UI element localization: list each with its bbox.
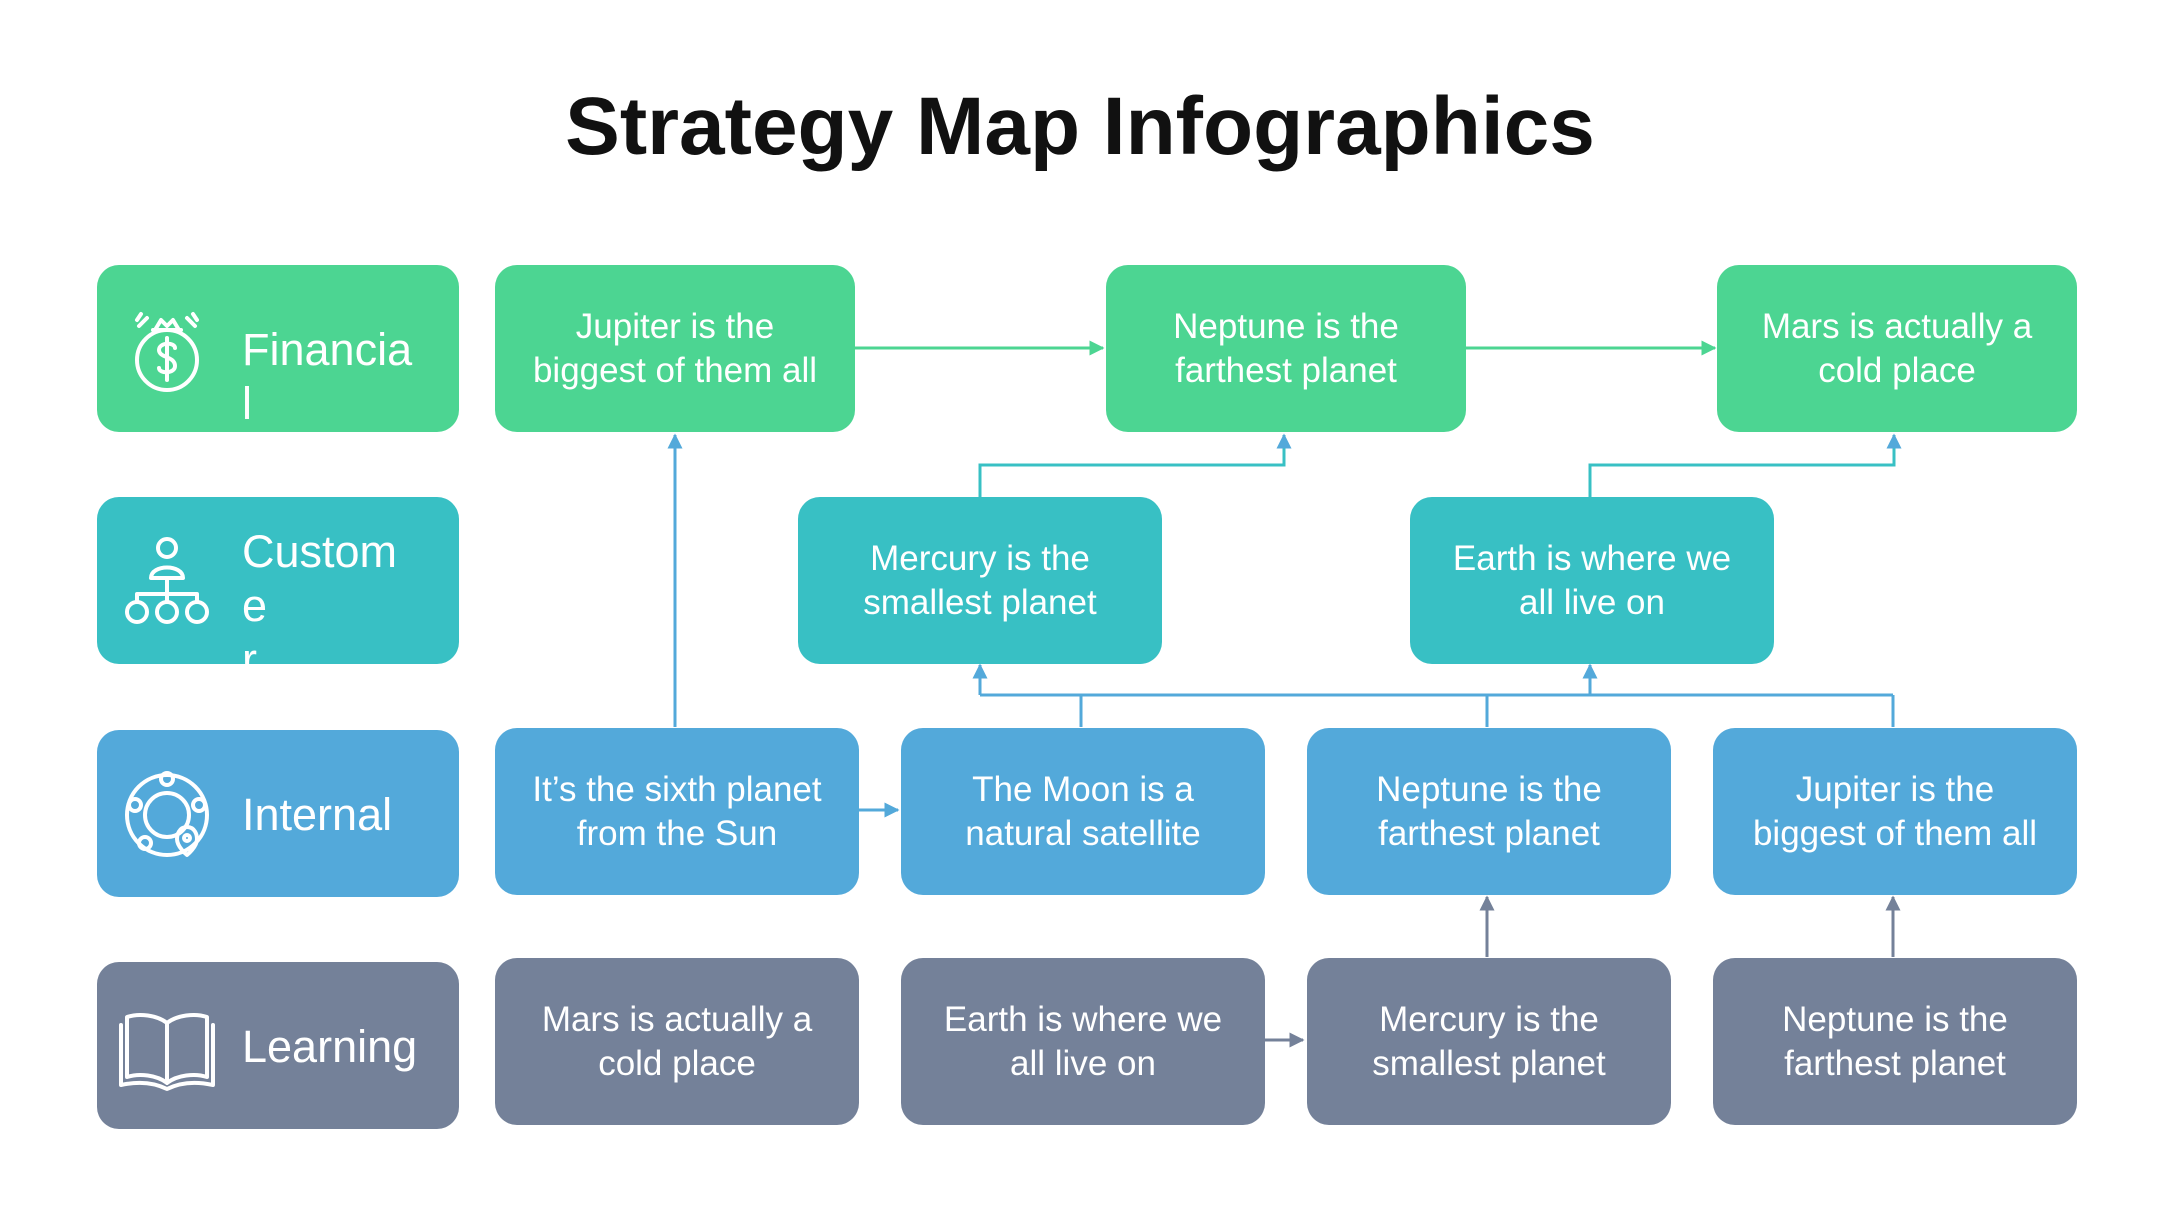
row-label-text: Custome r	[242, 526, 398, 685]
row-label-text: Financial	[242, 324, 413, 429]
financial-box-2: Neptune is the farthest planet	[1106, 265, 1466, 432]
learning-box-2: Earth is where we all live on	[901, 958, 1265, 1125]
learning-box-4: Neptune is the farthest planet	[1713, 958, 2077, 1125]
row-label-internal: Internal	[97, 730, 459, 897]
box-text: It’s the sixth planet from the Sun	[532, 769, 822, 853]
box-text: The Moon is a natural satellite	[965, 769, 1201, 853]
customer-box-1: Mercury is the smallest planet	[798, 497, 1162, 664]
internal-box-1: It’s the sixth planet from the Sun	[495, 728, 859, 895]
box-text: Neptune is the farthest planet	[1782, 999, 2008, 1083]
box-text: Neptune is the farthest planet	[1173, 306, 1399, 390]
box-text: Mars is actually a cold place	[541, 999, 813, 1083]
financial-box-1: Jupiter is the biggest of them all	[495, 265, 855, 432]
learning-box-3: Mercury is the smallest planet	[1307, 958, 1671, 1125]
hierarchy-icon	[125, 537, 209, 624]
box-text: Jupiter is the biggest of them all	[532, 306, 818, 390]
open-book-icon	[119, 1013, 215, 1091]
row-label-learning: Learning	[97, 962, 459, 1129]
customer-box-2: Earth is where we all live on	[1410, 497, 1774, 664]
box-text: Mars is actually a cold place	[1761, 306, 2033, 390]
box-text: Neptune is the farthest planet	[1376, 769, 1602, 853]
box-text: Mercury is the smallest planet	[1372, 999, 1606, 1083]
money-bag-icon	[135, 312, 199, 392]
financial-box-3: Mars is actually a cold place	[1717, 265, 2077, 432]
row-label-text: Internal	[242, 789, 393, 840]
row-label-text: Learning	[242, 1021, 418, 1072]
box-text: Earth is where we all live on	[943, 999, 1223, 1083]
row-label-financial: Financial	[97, 265, 459, 432]
arrow-cust1-fin2	[978, 433, 1292, 497]
box-text: Mercury is the smallest planet	[863, 538, 1097, 622]
box-text: Jupiter is the biggest of them all	[1752, 769, 2038, 853]
internal-box-4: Jupiter is the biggest of them all	[1713, 728, 2077, 895]
network-globe-icon	[125, 771, 209, 857]
page-title: Strategy Map Infographics	[565, 81, 1595, 172]
learning-box-1: Mars is actually a cold place	[495, 958, 859, 1125]
arrow-cust2-fin3	[1588, 433, 1902, 497]
internal-box-3: Neptune is the farthest planet	[1307, 728, 1671, 895]
row-label-customer: Custome r	[97, 497, 459, 685]
internal-box-2: The Moon is a natural satellite	[901, 728, 1265, 895]
box-text: Earth is where we all live on	[1452, 538, 1732, 622]
